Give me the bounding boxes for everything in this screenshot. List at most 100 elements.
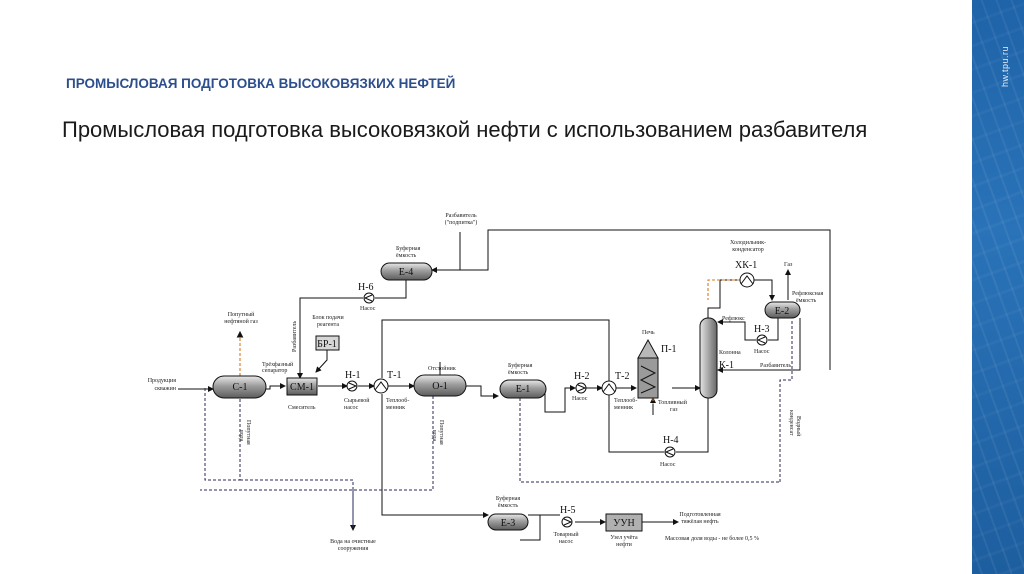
buffer-tank-e4: Е-4 (380, 262, 433, 281)
svg-text:тяжёлая нефть: тяжёлая нефть (681, 518, 718, 525)
cooler-xk1: ХК-1 (735, 260, 757, 288)
svg-text:Е-2: Е-2 (775, 306, 789, 317)
sidebar-edge (966, 0, 972, 574)
svg-text:Продукция: Продукция (148, 378, 177, 384)
svg-text:Т-2: Т-2 (615, 371, 629, 382)
pump-h4: Н-4 (663, 435, 679, 458)
svg-text:Отстойник: Отстойник (428, 365, 456, 372)
svg-text:Товарный: Товарный (553, 531, 579, 538)
reflux-tank-e2: Е-2 (764, 301, 801, 319)
svg-text:Н-5: Н-5 (560, 505, 576, 516)
svg-text:К-1: К-1 (719, 360, 734, 371)
water-lines (200, 320, 793, 531)
svg-text:ёмкость: ёмкость (796, 298, 817, 304)
svg-text:сепаратор: сепаратор (262, 368, 287, 374)
svg-text:ХК-1: ХК-1 (735, 260, 757, 271)
svg-text:нефти: нефти (616, 541, 632, 548)
svg-text:Рефлюкс: Рефлюкс (722, 315, 745, 322)
svg-text:конденсатор: конденсатор (732, 247, 764, 253)
svg-text:Теплооб-: Теплооб- (386, 397, 409, 404)
svg-text:Буферная: Буферная (508, 362, 533, 369)
pump-h3: Н-3 (754, 324, 770, 346)
svg-text:Буферная: Буферная (496, 495, 521, 502)
separator-c1: С-1 (212, 375, 267, 399)
svg-text:Попутный: Попутный (228, 311, 255, 318)
svg-text:Е-4: Е-4 (399, 267, 413, 278)
svg-text:Узел учёта: Узел учёта (610, 535, 638, 541)
svg-text:Холодильник-: Холодильник- (730, 240, 766, 246)
svg-text:СМ-1: СМ-1 (290, 382, 314, 393)
sidebar-decoration: hw.tpu.ru (966, 0, 1024, 574)
mixer-cm1: СМ-1 (286, 377, 318, 396)
svg-text:вода: вода (431, 430, 437, 442)
pump-h2: Н-2 (574, 371, 590, 394)
column-k1 (699, 317, 718, 399)
pump-h1: Н-1 (345, 370, 361, 392)
svg-text:Насос: Насос (754, 349, 770, 355)
furnace-p1: П-1 (637, 338, 677, 399)
svg-text:Колонна: Колонна (719, 350, 741, 356)
svg-text:Блок подачи: Блок подачи (312, 315, 344, 321)
svg-text:Н-3: Н-3 (754, 324, 770, 335)
svg-text:С-1: С-1 (233, 382, 248, 393)
svg-text:Трёхфазный: Трёхфазный (262, 361, 294, 368)
svg-text:БР-1: БР-1 (317, 339, 337, 350)
svg-text:Сырьевой: Сырьевой (344, 397, 370, 404)
svg-text:Е-1: Е-1 (516, 384, 530, 395)
svg-text:вода: вода (238, 430, 244, 442)
svg-text:Н-2: Н-2 (574, 371, 590, 382)
svg-text:менник: менник (614, 405, 633, 411)
settler-o1: О-1 (413, 374, 467, 397)
svg-text:Попутная: Попутная (438, 420, 444, 445)
svg-text:Теплооб-: Теплооб- (614, 397, 637, 404)
buffer-tank-e3: Е-3 (487, 513, 529, 531)
svg-text:Насос: Насос (572, 396, 588, 402)
svg-text:Буферная: Буферная (396, 245, 421, 252)
reagent-block-br1: БР-1 (315, 335, 340, 351)
svg-text:УУН: УУН (613, 518, 634, 529)
buffer-tank-e1: Е-1 (499, 379, 547, 399)
sidebar-pattern (966, 0, 1024, 574)
heat-exchanger-t1: Т-1 (373, 370, 401, 394)
svg-text:Т-1: Т-1 (387, 370, 401, 381)
svg-text:Смеситель: Смеситель (288, 405, 316, 411)
svg-text:сооружения: сооружения (338, 546, 369, 552)
svg-text:Н-1: Н-1 (345, 370, 361, 381)
pump-h6: Н-6 (358, 282, 375, 304)
diagram-labels: Разбавитель ("подпитка") Буферная ёмкост… (148, 212, 824, 552)
slide-subtitle: Промысловая подготовка высоковязкой нефт… (62, 117, 868, 142)
svg-text:конденсат: конденсат (788, 410, 794, 436)
svg-text:О-1: О-1 (432, 381, 448, 392)
svg-text:менник: менник (386, 405, 405, 411)
process-lines (178, 229, 831, 541)
svg-text:П-1: П-1 (661, 344, 677, 355)
svg-text:Разбавитель: Разбавитель (445, 212, 476, 219)
svg-text:Н-4: Н-4 (663, 435, 679, 446)
svg-text:скважин: скважин (154, 386, 176, 392)
metering-unit-uun: УУН (605, 513, 643, 532)
heat-exchanger-t2: Т-2 (601, 371, 629, 396)
svg-text:Насос: Насос (360, 306, 376, 312)
svg-text:Насос: Насос (660, 462, 676, 468)
svg-text:Е-3: Е-3 (501, 518, 515, 529)
svg-text:Печь: Печь (642, 330, 655, 336)
svg-text:реагента: реагента (317, 322, 339, 328)
slide-heading: ПРОМЫСЛОВАЯ ПОДГОТОВКА ВЫСОКОВЯЗКИХ НЕФТ… (66, 76, 456, 91)
svg-text:Водный: Водный (795, 416, 802, 437)
svg-text:нефтяной газ: нефтяной газ (224, 318, 258, 325)
svg-text:Н-6: Н-6 (358, 282, 374, 293)
svg-text:Топливный: Топливный (658, 399, 688, 406)
svg-text:насос: насос (559, 539, 574, 545)
svg-text:Разбавитель: Разбавитель (291, 321, 298, 352)
svg-text:газ: газ (670, 407, 678, 413)
svg-text:Газ: Газ (784, 262, 793, 268)
svg-text:Массовая доля воды - не более: Массовая доля воды - не более 0,5 % (665, 535, 759, 542)
pump-h5: Н-5 (560, 505, 576, 528)
svg-text:Подготовленная: Подготовленная (679, 512, 720, 518)
svg-text:("подпитка"): ("подпитка") (445, 219, 478, 226)
svg-text:ёмкость: ёмкость (396, 253, 417, 259)
svg-text:Попутная: Попутная (245, 420, 251, 445)
svg-text:ёмкость: ёмкость (498, 503, 519, 509)
svg-text:Разбавитель: Разбавитель (760, 362, 791, 369)
